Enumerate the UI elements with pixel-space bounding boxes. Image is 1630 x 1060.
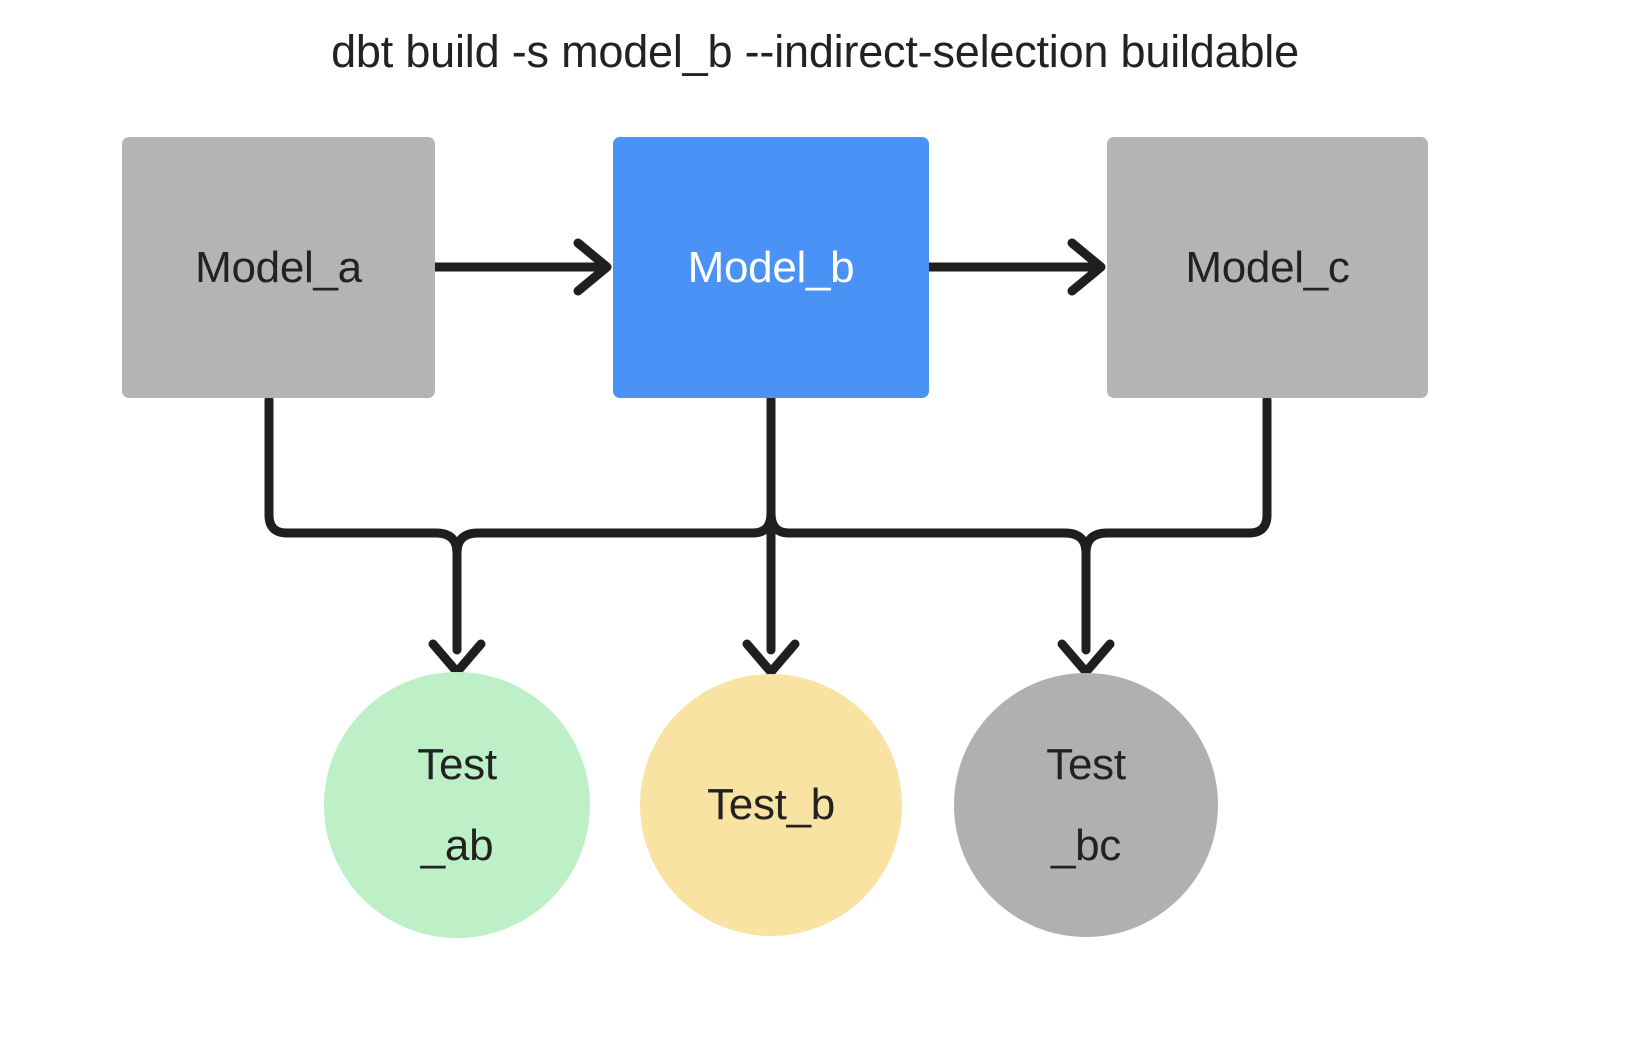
node-test-ab-label-line2: _ab [420,821,494,870]
edge-model-b-to-model-c [924,238,1106,296]
node-model-b[interactable]: Model_b [613,137,929,398]
node-model-a-label: Model_a [195,242,362,292]
node-model-c-label: Model_c [1185,242,1350,292]
page-title: dbt build -s model_b --indirect-selectio… [331,26,1299,77]
edge-model-b-to-test-ab [452,395,776,558]
node-test-ab[interactable]: Test _ab [324,672,590,938]
node-test-b[interactable]: Test_b [640,674,902,936]
node-test-bc[interactable]: Test _bc [954,673,1218,937]
node-test-ab-label-line1: Test [417,739,497,789]
arrowhead-test-bc [1057,639,1115,677]
arrowhead-test-b [742,639,800,677]
node-test-bc-label-line1: Test [1046,739,1126,789]
edge-model-c-to-test-bc [1081,395,1272,558]
edge-model-a-to-model-b [430,238,612,296]
node-model-c[interactable]: Model_c [1107,137,1428,398]
edge-model-a-to-test-ab [264,395,462,655]
node-test-bc-label-line2: _bc [1050,821,1122,870]
edge-model-b-to-test-bc [766,395,1091,655]
node-test-b-label-line1: Test_b [707,779,835,829]
node-model-b-label: Model_b [687,242,855,292]
node-model-a[interactable]: Model_a [122,137,435,398]
